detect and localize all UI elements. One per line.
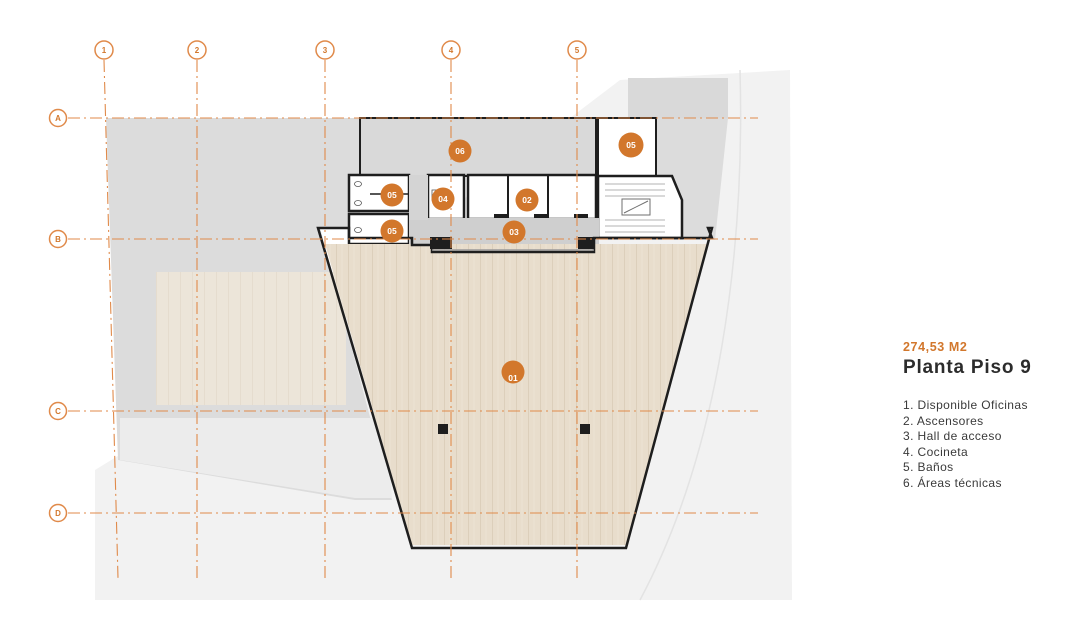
axis-bubble-2: 2: [187, 40, 207, 60]
neighbor-lower-slab: [120, 418, 392, 498]
room-marker-05-label: 05: [626, 140, 636, 150]
axis-bubble-a: A: [48, 108, 68, 128]
legend-item: 5. Baños: [903, 460, 954, 474]
plan-info-panel: 274,53 M2 Planta Piso 9 1. Disponible Of…: [903, 340, 1063, 491]
axis-label-1: 1: [102, 46, 107, 55]
room-marker-04: 04: [431, 187, 455, 211]
room-marker-05-label: 05: [387, 226, 397, 236]
axis-bubble-4: 4: [441, 40, 461, 60]
room-marker-06: 06: [448, 139, 472, 163]
axis-label-b: B: [55, 235, 61, 244]
core-corridor: [409, 175, 428, 220]
column: [438, 424, 448, 434]
column: [580, 424, 590, 434]
floor-plan: 1 2 3 4 5 A B C D 01 02 03: [48, 40, 792, 601]
plan-title: Planta Piso 9: [903, 357, 1032, 378]
legend-item: 4. Cocineta: [903, 444, 969, 459]
room-legend: 1. Disponible Oficinas 2. Ascensores 3. …: [903, 398, 1063, 491]
office-outline: [316, 226, 714, 550]
axis-bubble-b: B: [48, 229, 68, 249]
room-marker-02-label: 02: [522, 195, 532, 205]
room-marker-01: 01: [501, 360, 525, 384]
office-floor: [325, 244, 708, 545]
site-curve: [639, 69, 742, 601]
technical-area: [359, 117, 597, 177]
axis-label-2: 2: [195, 46, 200, 55]
room-marker-03: 03: [502, 220, 526, 244]
axis-label-5: 5: [575, 46, 580, 55]
neighbor-block-top: [628, 78, 728, 118]
floor-area: 274,53 M2: [903, 340, 968, 354]
axis-label-d: D: [55, 509, 61, 518]
room-marker-01-label: 01: [508, 373, 518, 383]
axis-label-3: 3: [323, 46, 328, 55]
room-marker-06-label: 06: [455, 146, 465, 156]
axis-bubble-d: D: [48, 503, 68, 523]
legend-item: 2. Ascensores: [903, 413, 984, 428]
axis-bubble-5: 5: [567, 40, 587, 60]
axis-bubble-1: 1: [94, 40, 114, 60]
room-marker-03-label: 03: [509, 227, 519, 237]
axis-bubble-c: C: [48, 401, 68, 421]
room-marker-05-technical: 05: [618, 132, 644, 158]
legend-item: 3. Hall de acceso: [903, 429, 1002, 443]
room-marker-04-label: 04: [438, 194, 448, 204]
axis-label-c: C: [55, 407, 61, 416]
legend-item: 1. Disponible Oficinas: [903, 398, 1028, 412]
room-marker-05-restroom-upper: 05: [380, 183, 404, 207]
axis-bubble-3: 3: [315, 40, 335, 60]
axis-label-a: A: [55, 114, 61, 123]
room-marker-05-restroom-lower: 05: [380, 219, 404, 243]
room-marker-02: 02: [515, 188, 539, 212]
room-marker-05-label: 05: [387, 190, 397, 200]
axis-label-4: 4: [449, 46, 454, 55]
legend-item: 6. Áreas técnicas: [903, 475, 1002, 490]
neighbor-floor-area: [156, 272, 346, 405]
